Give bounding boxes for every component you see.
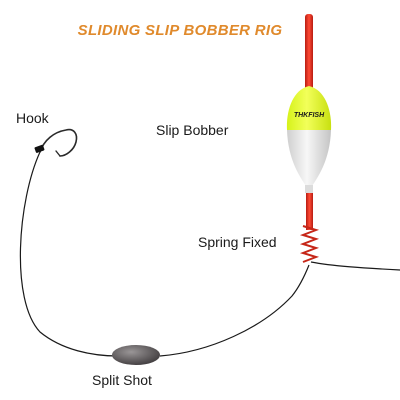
bobber-brand-text: THKFISH	[294, 112, 325, 119]
slip-bobber-icon	[286, 14, 332, 193]
fishing-line-to-rod	[310, 261, 400, 271]
fishing-line-to-spring	[159, 264, 310, 357]
diagram-title: SLIDING SLIP BOBBER RIG	[77, 22, 283, 39]
hook-icon	[34, 128, 78, 157]
fishing-line-to-hook	[19, 151, 119, 357]
split-shot-label: Split Shot	[92, 372, 152, 388]
hook-label: Hook	[16, 110, 49, 126]
spring-fixed-label: Spring Fixed	[198, 234, 277, 250]
slip-bobber-label: Slip Bobber	[156, 122, 229, 138]
split-shot-sinker	[112, 345, 160, 365]
spring-stopper-icon	[299, 190, 320, 263]
